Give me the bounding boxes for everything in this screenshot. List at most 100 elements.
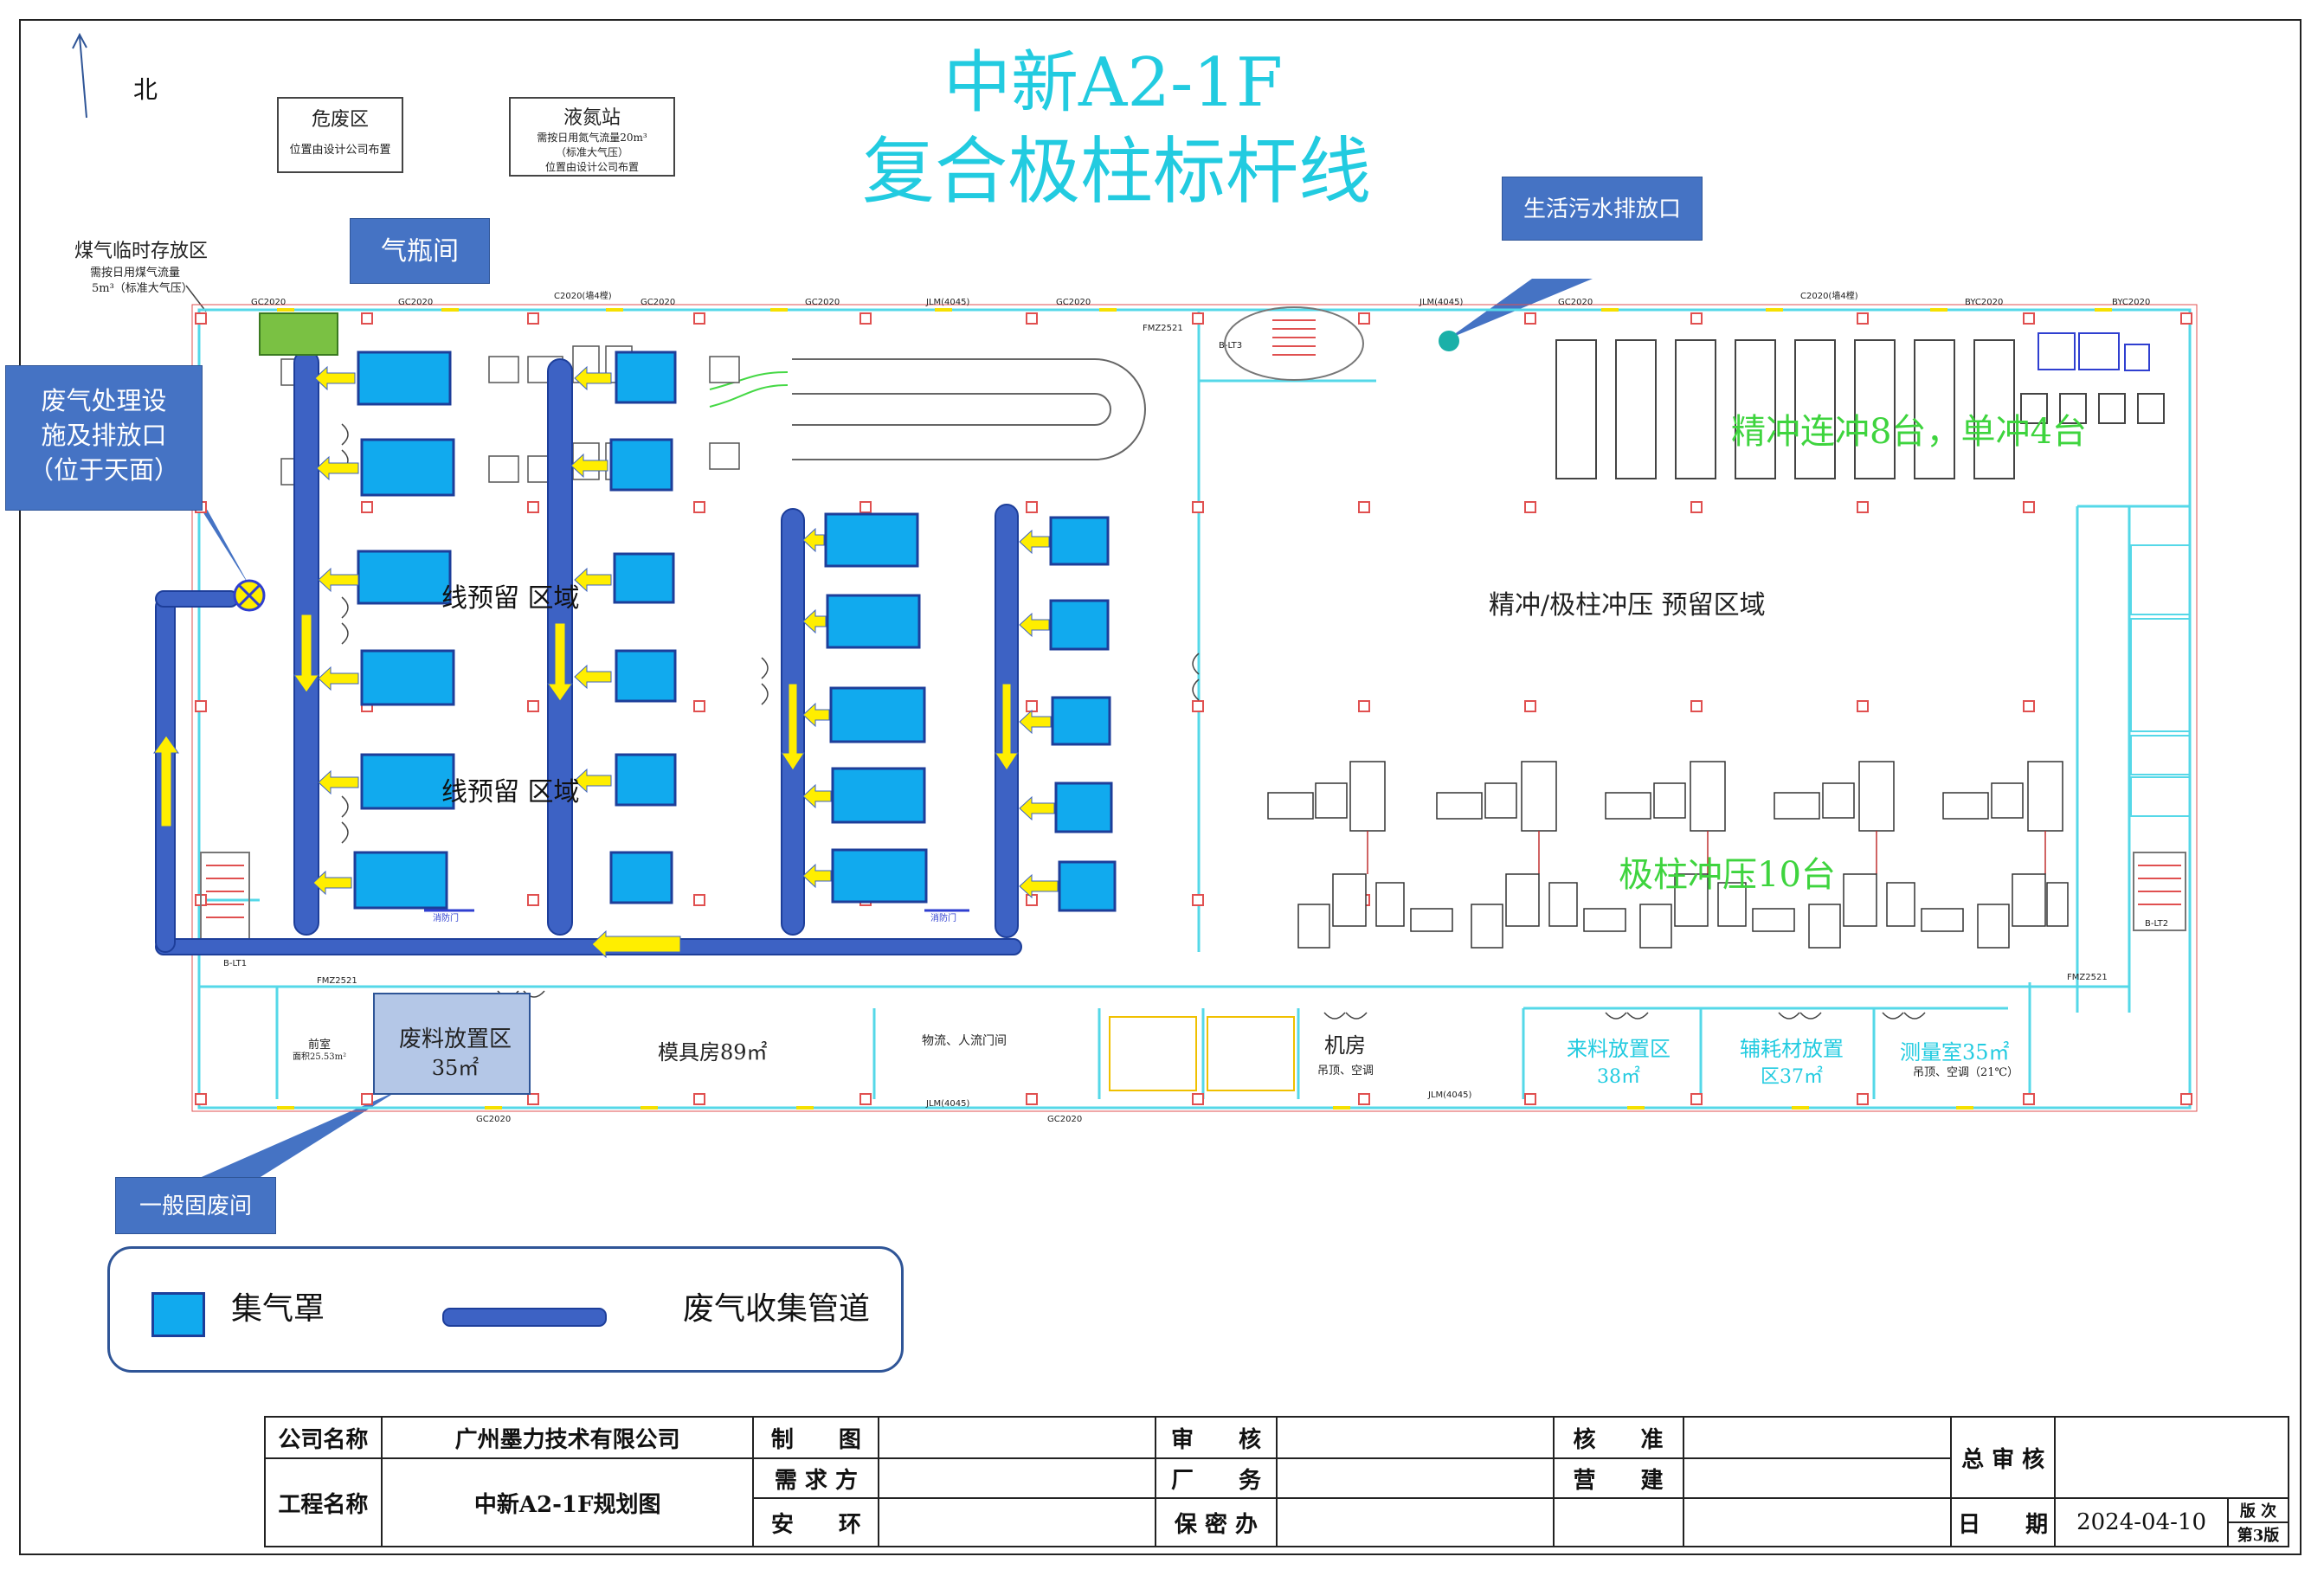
flow-arrow <box>547 622 573 702</box>
waste-gas-callout-line3: （位于天面） <box>28 455 179 485</box>
wall-label: JLM(4045) <box>925 298 969 307</box>
gas-hood <box>1051 696 1111 746</box>
mold-room-label: 模具房89㎡ <box>658 1040 768 1065</box>
flow-arrow <box>574 567 612 593</box>
nitrogen-note2: （标准大气压） <box>555 146 628 158</box>
flow-arrow <box>781 683 805 771</box>
hazardous-waste-note: 位置由设计公司布置 <box>289 144 391 157</box>
measure-room-sub: 吊顶、空调（21℃） <box>1913 1066 2019 1079</box>
wall-label: BYC2020 <box>2112 298 2150 307</box>
flow-arrow <box>570 453 608 479</box>
gas-hood <box>360 649 455 706</box>
reserve-zone-upper: 线预留 区域 <box>441 583 580 614</box>
approve-label: 核 准 <box>1552 1416 1684 1459</box>
gas-hood <box>1058 860 1117 912</box>
chief-review-value <box>2054 1416 2289 1499</box>
north-arrow-icon <box>72 32 87 119</box>
nitrogen-note3: 位置由设计公司布置 <box>544 161 639 173</box>
project-name-label: 工程名称 <box>264 1457 383 1547</box>
gas-hood <box>1049 599 1110 651</box>
wall-label: FMZ2521 <box>2067 973 2108 982</box>
flow-arrow <box>802 527 825 553</box>
press-unit <box>1436 761 1626 949</box>
flow-arrow <box>1019 612 1050 638</box>
chief-review-label: 总 审 核 <box>1950 1416 2057 1499</box>
safety-label: 安 环 <box>752 1497 880 1547</box>
gas-hood <box>1049 516 1110 566</box>
review-value <box>1275 1416 1555 1459</box>
flow-arrow <box>293 614 319 693</box>
wall-label: GC2020 <box>398 298 433 307</box>
gas-storage-note1: 需按日用煤气流量 <box>90 267 181 280</box>
hazardous-waste-title: 危废区 <box>311 109 369 131</box>
wall-label: GC2020 <box>1558 298 1593 307</box>
factory-label: 厂 务 <box>1155 1457 1278 1499</box>
flow-arrow <box>802 863 832 889</box>
gas-hood <box>357 550 452 605</box>
gas-hood <box>615 753 677 807</box>
secrecy-label: 保 密 办 <box>1155 1497 1278 1547</box>
exhaust-outlet-icon <box>233 579 266 612</box>
wall-label: B-LT1 <box>223 959 247 968</box>
press-unit <box>1942 761 2069 949</box>
flow-arrow <box>574 365 612 391</box>
incoming-area-title: 来料放置区 <box>1567 1037 1671 1061</box>
solid-waste-callout: 一般固废间 <box>115 1177 276 1234</box>
wall-labels: GC2020 GC2020 C2020(墙4樘) GC2020 GC2020 J… <box>223 290 2168 1124</box>
flow-arrow <box>802 783 832 809</box>
wall-label: GC2020 <box>805 298 840 307</box>
flow-arrow <box>802 608 827 634</box>
press-unit <box>1605 761 1795 949</box>
secrecy-value <box>1275 1497 1555 1547</box>
fine-punch-reserve-label: 精冲/极柱冲压 预留区域 <box>1489 590 1766 621</box>
waste-storage-area-value: 35㎡ <box>431 1056 480 1080</box>
gas-hood <box>824 512 919 568</box>
gas-hood <box>829 686 926 743</box>
wall-label: JLM(4045) <box>1427 1090 1471 1100</box>
window-marks <box>277 308 2112 1110</box>
gas-hood <box>831 848 928 904</box>
wall-label: GC2020 <box>1047 1115 1082 1124</box>
wall-label: C2020(墙4樘) <box>554 290 612 301</box>
machine-room-sub: 吊顶、空调 <box>1317 1065 1374 1077</box>
legend: 集气罩 废气收集管道 <box>107 1246 904 1373</box>
pole-press-label: 极柱冲压10台 <box>1619 855 1836 895</box>
reserve-zone-lower: 线预留 区域 <box>441 777 580 807</box>
wall-label: GC2020 <box>1056 298 1091 307</box>
stair-b-lt3 <box>1224 306 1364 381</box>
flow-arrows <box>153 365 1059 959</box>
flow-arrow <box>995 683 1019 771</box>
review-label: 审 核 <box>1155 1416 1278 1459</box>
version-cell: 版 次 第3版 <box>2226 1497 2290 1547</box>
drawing-title-line1: 中新A2-1F <box>943 44 1284 122</box>
wall-label: BYC2020 <box>1965 298 2003 307</box>
north-label: 北 <box>133 75 158 104</box>
measure-room-title: 测量室35㎡ <box>1900 1040 2010 1065</box>
pole-press-machines <box>1267 761 2069 949</box>
cylinder-room-block <box>259 312 338 356</box>
cylinder-room-callout: 气瓶间 <box>350 218 490 284</box>
date-label: 日 期 <box>1950 1497 2057 1547</box>
flow-arrow <box>1019 529 1050 555</box>
duct-main-bottom <box>155 938 1022 955</box>
blank-cell <box>1552 1497 1684 1547</box>
title-block: 公司名称 广州墨力技术有限公司 制 图 审 核 核 准 总 审 核 工程名称 中… <box>264 1416 2290 1547</box>
gas-hood <box>615 351 677 404</box>
consumables-title: 辅耗材放置 <box>1740 1037 1844 1061</box>
wall-label: GC2020 <box>641 298 675 307</box>
waste-gas-callout-line2: 施及排放口 <box>41 421 167 450</box>
green-pipe <box>709 371 789 390</box>
nitrogen-station-box: 液氮站 需按日用氮气流量20m³ （标准大气压） 位置由设计公司布置 <box>509 97 675 177</box>
safety-value <box>878 1497 1156 1547</box>
flow-arrow <box>314 365 356 391</box>
date-value: 2024-04-10 <box>2054 1497 2229 1547</box>
wall-label: C2020(墙4樘) <box>1800 290 1858 301</box>
demand-value <box>878 1457 1156 1499</box>
gas-storage-title: 煤气临时存放区 <box>74 241 209 262</box>
solid-waste-callout-pointer <box>182 1090 398 1186</box>
waste-gas-callout: 废气处理设 施及排放口 （位于天面） <box>5 365 203 511</box>
gas-hood <box>360 438 455 497</box>
flow-arrow <box>1019 709 1052 735</box>
operation-label: 营 建 <box>1552 1457 1684 1499</box>
